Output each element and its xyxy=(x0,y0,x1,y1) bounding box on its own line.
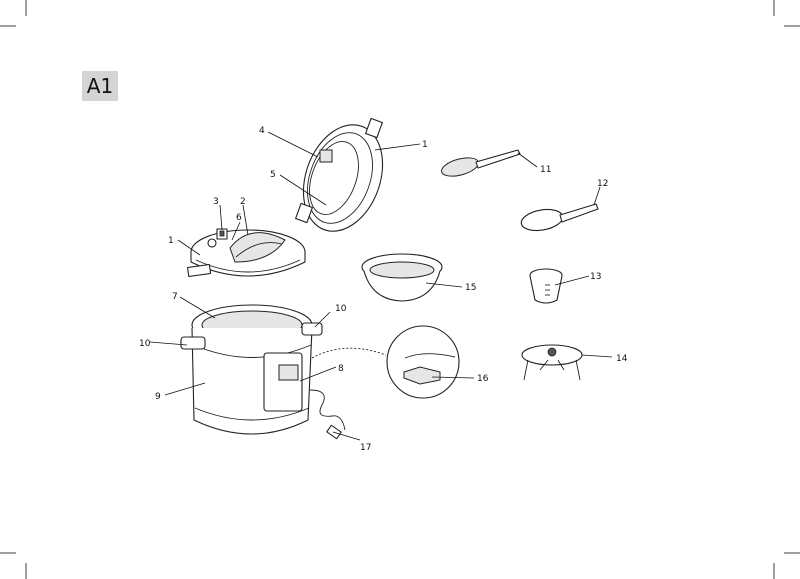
steamer-basket xyxy=(361,253,443,302)
label-part-14: 14 xyxy=(616,354,628,364)
label-part-10-right: 10 xyxy=(335,304,347,314)
label-part-16: 16 xyxy=(477,374,489,384)
trivet xyxy=(521,344,583,381)
label-part-1-lid: 1 xyxy=(168,236,174,246)
rice-spoon xyxy=(520,203,599,232)
section-badge: A1 xyxy=(82,71,118,101)
inner-lid xyxy=(295,117,384,232)
detail-magnifier xyxy=(311,325,460,399)
label-part-4: 4 xyxy=(259,126,265,136)
label-part-15: 15 xyxy=(465,283,476,293)
label-part-13: 13 xyxy=(590,272,601,282)
label-part-1-inner: 1 xyxy=(422,140,428,150)
label-part-7: 7 xyxy=(172,292,178,302)
label-part-2: 2 xyxy=(240,197,246,207)
label-part-17: 17 xyxy=(360,443,371,453)
label-part-9: 9 xyxy=(155,392,161,402)
part-labels: 1 1 2 3 4 5 6 7 8 9 10 10 11 12 13 14 15… xyxy=(139,126,628,453)
label-part-3: 3 xyxy=(213,197,219,207)
cooker-body xyxy=(180,304,346,440)
lid-assembly xyxy=(187,228,306,278)
label-part-6: 6 xyxy=(236,213,242,223)
slotted-spoon xyxy=(441,149,521,177)
measuring-cup xyxy=(529,268,563,304)
label-part-11: 11 xyxy=(540,165,551,175)
label-part-5: 5 xyxy=(270,170,276,180)
label-part-12: 12 xyxy=(597,179,608,189)
leader-lines xyxy=(149,131,613,441)
label-part-10-left: 10 xyxy=(139,339,151,349)
label-part-8: 8 xyxy=(338,364,344,374)
